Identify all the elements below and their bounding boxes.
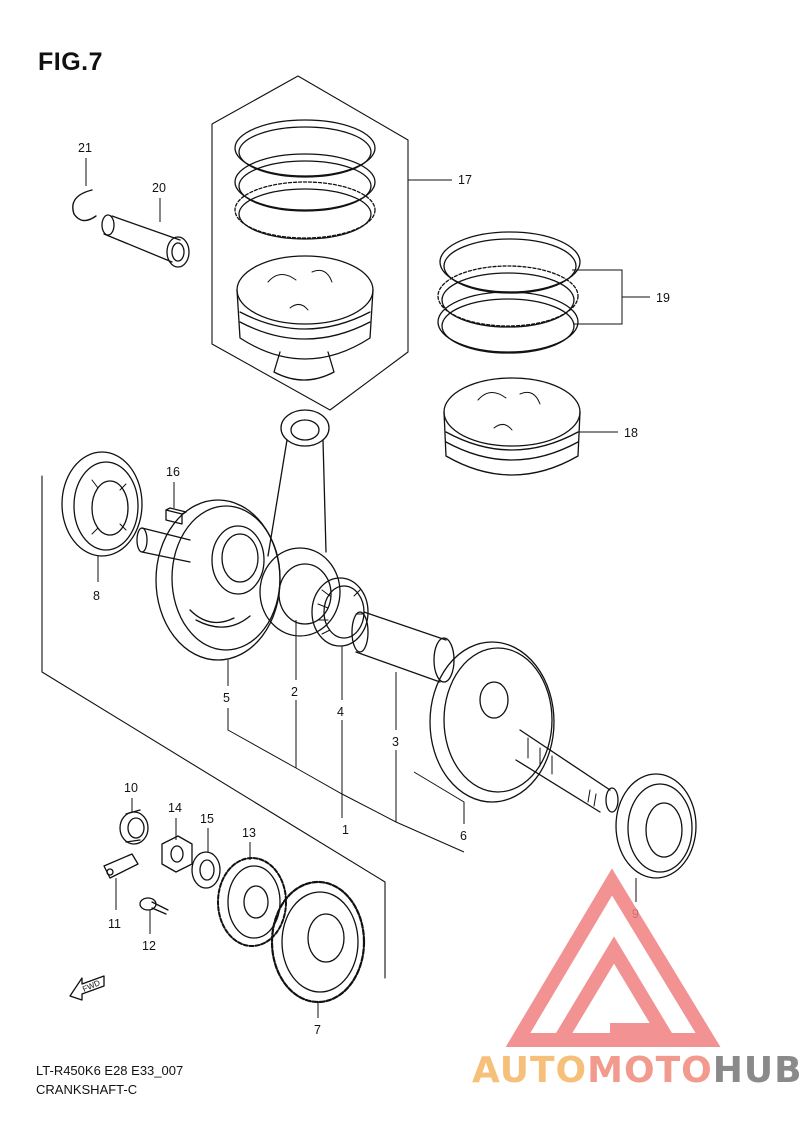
callout-17: 17 [458,173,472,187]
screw-12 [139,897,169,915]
callout-4: 4 [337,705,344,719]
callout-21: 21 [78,141,92,155]
watermark-part-moto: MOTO [587,1050,713,1091]
watermark-logo-icon [505,868,721,1047]
callout-16: 16 [166,465,180,479]
callout-15: 15 [200,812,214,826]
piston-upper [236,255,374,381]
right-bearing [615,773,697,879]
callout-2: 2 [291,685,298,699]
callout-8: 8 [93,589,100,603]
footer-diagram-name: CRANKSHAFT-C [36,1082,138,1097]
piston-right [443,377,581,476]
callout-20: 20 [152,181,166,195]
left-bearing [61,451,143,557]
callout-11: 11 [108,917,121,931]
callout-7: 7 [314,1023,321,1037]
lock-plate-11 [103,853,139,879]
figure-title: FIG.7 [38,48,104,76]
footer-diagram-code: LT-R450K6 E28 E33_007 [36,1063,184,1078]
callout-13: 13 [242,826,256,840]
piston-ring-set-right [437,231,581,354]
right-crank-half [429,641,619,813]
callout-19: 19 [656,291,670,305]
fwd-label: FWD [81,978,102,994]
left-crank-half [136,499,281,661]
piston-pin [101,214,190,268]
connecting-rod [259,409,341,637]
fwd-arrow-icon [69,975,105,1001]
spacer-10 [119,809,149,845]
callout-1: 1 [342,823,349,837]
gear-13 [217,857,287,947]
callout-14: 14 [168,801,182,815]
washer-15 [191,851,221,889]
piston-ring-set-upper [234,119,376,240]
callout-12: 12 [142,939,156,953]
callout-5: 5 [223,691,230,705]
circlip [72,189,97,222]
gear-7 [270,880,366,1004]
nut-14 [161,835,193,873]
watermark-part-hub: HUB [712,1050,800,1091]
watermark-part-auto: AUTO [472,1050,588,1091]
callout-18: 18 [624,426,638,440]
callout-3: 3 [392,735,399,749]
crank-pin [351,611,455,683]
watermark-text: AUTOMOTOHUB [472,1050,800,1091]
callout-6: 6 [460,829,467,843]
piston-kit-frame [211,75,409,411]
callout-10: 10 [124,781,138,795]
assembly-frame-line [41,475,386,979]
callout-numbers: 17 19 18 20 21 16 8 5 2 4 3 1 6 10 14 15… [78,141,670,1037]
